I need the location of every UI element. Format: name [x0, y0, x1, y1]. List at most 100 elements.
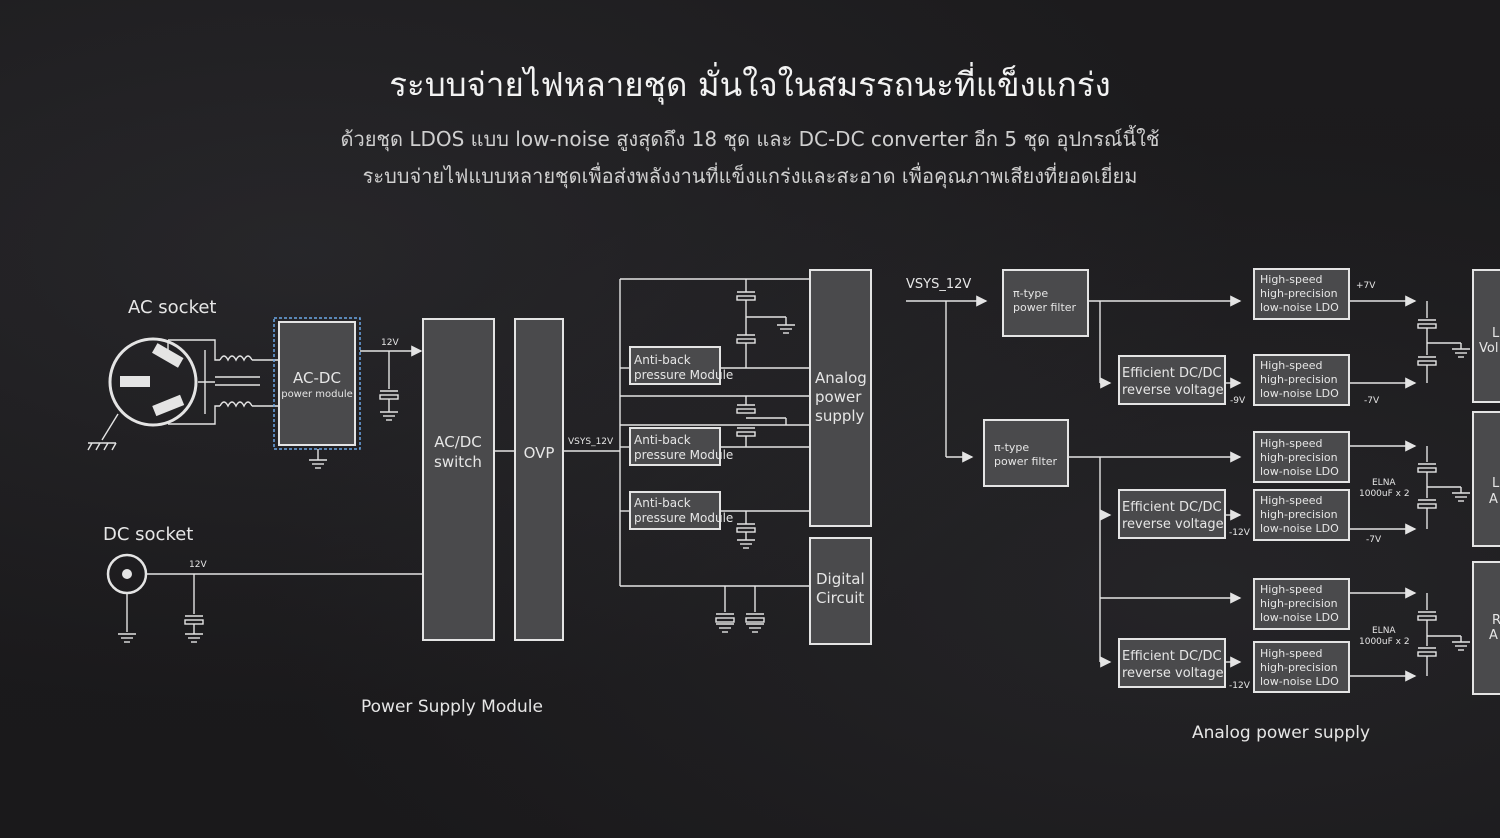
acdc-switch-box [422, 318, 495, 641]
power-supply-caption: Power Supply Module [361, 697, 543, 717]
dcdc-3-voltage: -12V [1229, 681, 1251, 691]
ground-icon [117, 633, 137, 643]
switch-label-1: AC/DC [434, 433, 482, 451]
ldo-1-l3: low-noise LDO [1260, 301, 1339, 314]
pi-filter-1-type: π-type [1013, 287, 1048, 300]
ldo-3-l2: high-precision [1260, 451, 1338, 464]
ldo-box-4 [1253, 489, 1350, 541]
pi-filter-2-type: π-type [994, 441, 1029, 454]
ldo-4-l2: high-precision [1260, 508, 1338, 521]
switch-label-2: switch [434, 453, 482, 471]
pi-filter-1 [1002, 269, 1089, 337]
output-box-2-l2: A [1489, 492, 1498, 507]
antiback-module-2 [629, 427, 721, 466]
dc-socket-label: DC socket [103, 524, 193, 545]
digital-label-2: Circuit [816, 589, 864, 607]
pi-filter-2-label: power filter [994, 455, 1058, 468]
analog-label-1: Analog [815, 369, 867, 387]
antiback-1-l1: Anti-back [634, 353, 691, 367]
dcdc-2-l1: Efficient DC/DC [1122, 500, 1222, 515]
output-box-1-l1: L [1492, 326, 1500, 341]
dcdc-1-l2: reverse voltage [1122, 383, 1224, 398]
analog-label-2: power [815, 388, 862, 406]
page-title: ระบบจ่ายไฟหลายชุด มั่นใจในสมรรถนะที่แข็ง… [389, 65, 1111, 104]
output-capacitors [1417, 301, 1471, 676]
output-box-2 [1472, 411, 1500, 547]
ldo-2-l3: low-noise LDO [1260, 387, 1339, 400]
ground-icon [379, 411, 399, 421]
ldo-box-6 [1253, 641, 1350, 693]
dcdc-box-3 [1118, 638, 1226, 688]
ac-12v-label: 12V [381, 338, 399, 348]
ldo-box-5 [1253, 578, 1350, 630]
ldo-5-l2: high-precision [1260, 597, 1338, 610]
elna-value-1: 1000uF x 2 [1359, 489, 1410, 499]
dcdc-3-l2: reverse voltage [1122, 666, 1224, 681]
ldo-3-l3: low-noise LDO [1260, 465, 1339, 478]
output-box-3 [1472, 561, 1500, 695]
ldo-5-l1: High-speed [1260, 583, 1322, 596]
ground-icon [184, 633, 204, 643]
elna-value-2: 1000uF x 2 [1359, 637, 1410, 647]
dcdc-box-2 [1118, 489, 1226, 539]
digital-label-1: Digital [816, 570, 865, 588]
subtitle-line-2: ระบบจ่ายไฟแบบหลายชุดเพื่อส่งพลังงานที่แข… [362, 164, 1138, 188]
ac-socket-icon [87, 337, 198, 451]
ldo-2-voltage: -7V [1364, 396, 1380, 406]
acdc-module [278, 321, 356, 446]
vsys-label-right: VSYS_12V [906, 277, 971, 292]
pi-filter-1-label: power filter [1013, 301, 1077, 314]
ldo-4-voltage: -7V [1366, 535, 1382, 545]
ldo-box-2 [1253, 354, 1350, 406]
ldo-box-3 [1253, 431, 1350, 483]
dcdc-2-l2: reverse voltage [1122, 517, 1224, 532]
dcdc-1-l1: Efficient DC/DC [1122, 366, 1222, 381]
ldo-4-l3: low-noise LDO [1260, 522, 1339, 535]
analog-supply-caption: Analog power supply [1192, 723, 1370, 743]
ldo-6-l1: High-speed [1260, 647, 1322, 660]
ldo-1-l1: High-speed [1260, 273, 1322, 286]
ldo-2-l1: High-speed [1260, 359, 1322, 372]
ldo-3-l1: High-speed [1260, 437, 1322, 450]
analog-power-supply-box [809, 269, 872, 527]
antiback-3-l1: Anti-back [634, 496, 691, 510]
ac-filter-icon [167, 339, 278, 425]
dc-socket-icon [106, 553, 148, 632]
ground-icon [308, 459, 328, 469]
elna-label-2: ELNA [1372, 626, 1396, 636]
acdc-highlight [273, 317, 361, 450]
ovp-box [514, 318, 564, 641]
dcdc-2-voltage: -12V [1229, 528, 1251, 538]
antiback-2-l2: pressure Module [634, 448, 733, 462]
ldo-6-l3: low-noise LDO [1260, 675, 1339, 688]
antiback-2-l1: Anti-back [634, 433, 691, 447]
ldo-1-voltage: +7V [1356, 281, 1376, 291]
acdc-title: AC-DC [293, 369, 341, 387]
antiback-1-l2: pressure Module [634, 368, 733, 382]
antiback-module-1 [629, 346, 721, 385]
dcdc-1-voltage: -9V [1230, 396, 1246, 406]
ldo-5-l3: low-noise LDO [1260, 611, 1339, 624]
analog-label-3: supply [815, 407, 865, 425]
output-box-1-l2: Vol [1479, 341, 1498, 356]
capacitor-icon [379, 390, 399, 400]
pi-filter-2 [983, 419, 1069, 487]
ldo-6-l2: high-precision [1260, 661, 1338, 674]
capacitor-icon [184, 615, 204, 625]
antiback-3-l2: pressure Module [634, 511, 733, 525]
subtitle-line-1: ด้วยชุด LDOS แบบ low-noise สูงสุดถึง 18 … [340, 127, 1160, 151]
output-box-3-l2: A [1489, 628, 1498, 643]
acdc-subtitle: power module [281, 389, 353, 400]
output-box-3-l1: R [1492, 613, 1500, 628]
dcdc-3-l1: Efficient DC/DC [1122, 649, 1222, 664]
ldo-box-1 [1253, 268, 1350, 320]
ldo-4-l1: High-speed [1260, 494, 1322, 507]
digital-circuit-box [809, 537, 872, 645]
output-box-1 [1472, 269, 1500, 403]
ldo-1-l2: high-precision [1260, 287, 1338, 300]
elna-label-1: ELNA [1372, 478, 1396, 488]
dc-12v-label: 12V [189, 560, 207, 570]
vsys-label-left: VSYS_12V [568, 437, 614, 447]
